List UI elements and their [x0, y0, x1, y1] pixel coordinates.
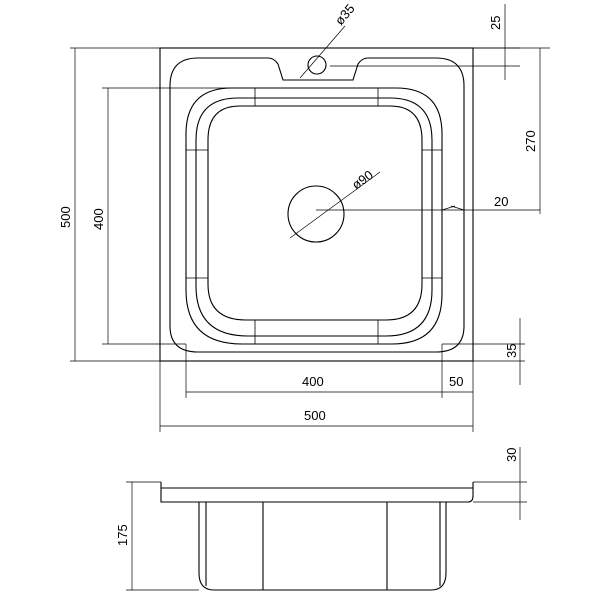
- dim-label-drain-diameter: ø90: [349, 167, 376, 192]
- rim-contour: [169, 57, 465, 353]
- dim-top-offset: 25: [330, 4, 520, 80]
- drain-hole: [287, 185, 345, 243]
- side-rim: [160, 482, 474, 503]
- dim-overall-height: 500: [58, 47, 160, 362]
- dim-label-bowl-height: 400: [91, 208, 106, 230]
- sink-top-view: [159, 47, 474, 362]
- faucet-hole: [307, 55, 327, 75]
- dim-label-270: 270: [523, 130, 538, 152]
- dim-label-depth: 175: [115, 524, 130, 546]
- bowl-bottom: [207, 105, 423, 321]
- dim-label-overall-height: 500: [58, 206, 73, 228]
- dim-rim-thickness: 30: [473, 447, 527, 520]
- dim-label-50: 50: [449, 374, 463, 389]
- dim-faucet-to-center: 270: [473, 47, 550, 214]
- dim-label-top-offset: 25: [488, 16, 503, 30]
- dim-label-overall-width: 500: [304, 408, 326, 423]
- dim-label-35: 35: [504, 344, 519, 358]
- dim-bottom-offset: 35: [442, 318, 525, 385]
- sink-outer-outline: [159, 47, 474, 362]
- dim-bowl-height: 400: [91, 87, 244, 345]
- dim-drain-hole: ø90: [289, 167, 381, 239]
- bowl-outer-edge: [185, 87, 443, 345]
- dim-center-offset: 20: [316, 194, 540, 211]
- dim-depth: 175: [115, 481, 199, 591]
- dim-overall-width: 500: [159, 361, 473, 432]
- dim-bowl-width: 400 50: [185, 344, 474, 432]
- dim-label-faucet-diameter: ø35: [332, 1, 358, 28]
- dim-label-bowl-width: 400: [302, 374, 324, 389]
- side-bowl: [198, 502, 447, 591]
- sink-side-view: [160, 482, 474, 591]
- dim-label-20: 20: [494, 194, 508, 209]
- dim-label-30: 30: [504, 448, 519, 462]
- bowl-middle-edge: [195, 97, 433, 337]
